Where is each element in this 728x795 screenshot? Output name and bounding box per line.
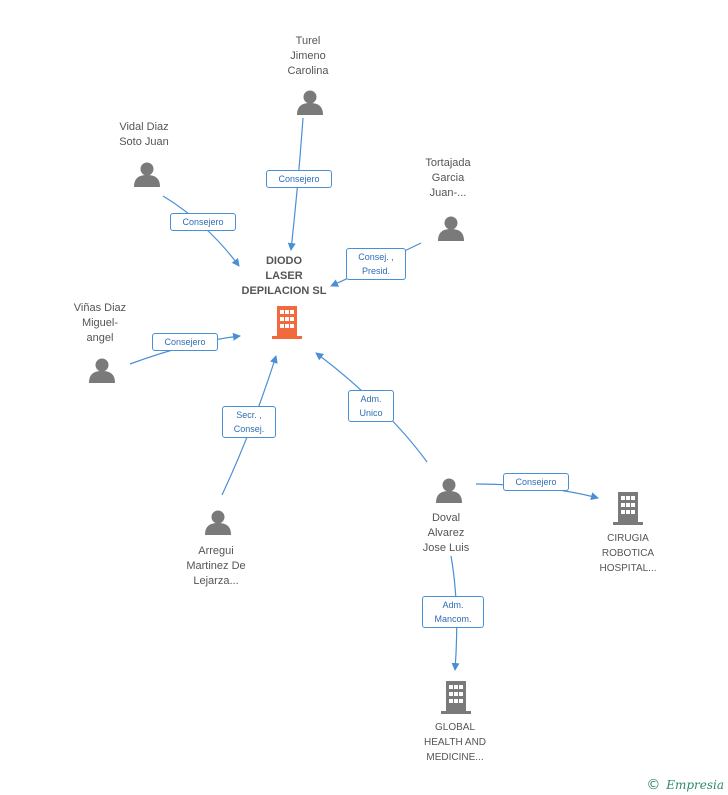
edge-label-doval-global[interactable]: Adm. Mancom. [422,596,484,628]
brand-name: Empresia [666,778,724,792]
copyright-icon: © [646,777,661,793]
edge-label-doval-cirugia[interactable]: Consejero [503,473,569,491]
person-icon-vidal[interactable] [134,162,160,188]
node-label-turel[interactable]: Turel Jimeno Carolina [287,35,329,77]
node-label-cirugia[interactable]: CIRUGIA ROBOTICA HOSPITAL... [599,533,657,574]
person-icon-tortajada[interactable] [438,216,464,242]
node-label-main[interactable]: DIODO LASER DEPILACION SL [241,255,327,297]
edge-label-arregui[interactable]: Secr. , Consej. [222,406,276,438]
node-label-arregui[interactable]: Arregui Martinez De Lejarza... [186,545,246,587]
node-label-vinas[interactable]: Viñas Diaz Miguel- angel [73,302,127,344]
building-icon-main[interactable] [272,306,302,339]
edge-label-tortajada[interactable]: Consej. , Presid. [346,248,406,280]
brand-logo[interactable]: © Empresia [646,777,724,793]
person-icon-vinas[interactable] [89,358,115,384]
edge-label-turel[interactable]: Consejero [266,170,332,188]
building-icon-cirugia[interactable] [613,492,643,525]
node-label-global[interactable]: GLOBAL HEALTH AND MEDICINE... [423,722,487,763]
edge-label-doval[interactable]: Adm. Unico [348,390,394,422]
person-icon-doval[interactable] [436,478,462,504]
person-icon-turel[interactable] [297,90,323,116]
edge-label-vidal[interactable]: Consejero [170,213,236,231]
person-icon-arregui[interactable] [205,510,231,536]
node-label-tortajada[interactable]: Tortajada Garcia Juan-... [425,157,471,199]
building-icon-global[interactable] [441,681,471,714]
node-label-doval[interactable]: Doval Alvarez Jose Luis [422,512,470,554]
node-label-vidal[interactable]: Vidal Diaz Soto Juan [119,121,169,148]
edge-label-vinas[interactable]: Consejero [152,333,218,351]
